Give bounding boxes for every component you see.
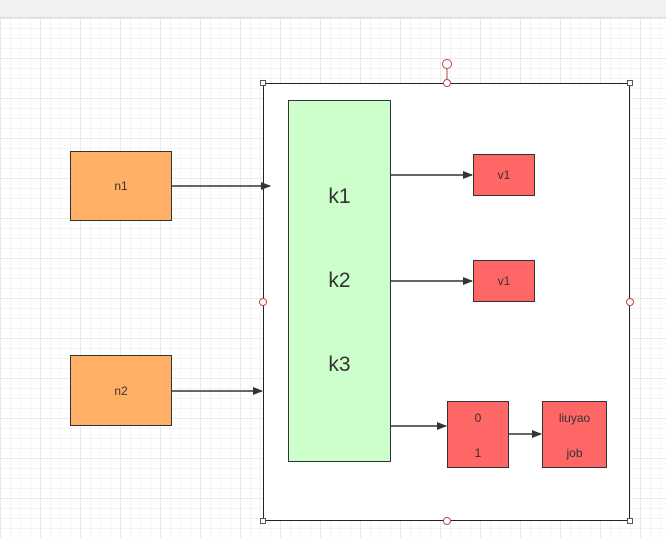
list-index-1: 1 xyxy=(474,446,482,460)
node-n1[interactable]: n1 xyxy=(70,151,172,221)
list-index-box[interactable]: 0 1 xyxy=(447,401,509,468)
value-box-middle[interactable]: v1 xyxy=(473,260,535,302)
selection-handle-bottom-middle[interactable] xyxy=(443,517,451,525)
key-label-k1: k1 xyxy=(328,185,351,208)
list-index-0: 0 xyxy=(474,411,482,425)
selection-handle-bottom-right[interactable] xyxy=(627,518,633,524)
node-n1-label: n1 xyxy=(114,179,128,193)
list-value-1: job xyxy=(566,446,583,460)
selection-handle-top-middle[interactable] xyxy=(443,79,451,87)
value-top-label: v1 xyxy=(497,168,511,182)
keys-box[interactable]: k1 k2 k3 xyxy=(288,100,391,462)
node-n2[interactable]: n2 xyxy=(70,355,172,426)
selection-handle-right-middle[interactable] xyxy=(626,298,634,306)
node-n2-label: n2 xyxy=(114,383,128,398)
value-middle-label: v1 xyxy=(497,274,511,288)
list-values-box[interactable]: liuyao job xyxy=(542,401,607,468)
value-box-top[interactable]: v1 xyxy=(473,154,535,196)
list-value-0: liuyao xyxy=(558,411,591,425)
selection-handle-left-middle[interactable] xyxy=(259,298,267,306)
editor-toolbar-strip xyxy=(0,0,666,18)
selection-handle-top-right[interactable] xyxy=(627,80,633,86)
rotation-handle[interactable] xyxy=(442,59,452,69)
key-label-k3: k3 xyxy=(328,353,351,376)
selection-handle-bottom-left[interactable] xyxy=(260,518,266,524)
selection-handle-top-left[interactable] xyxy=(260,80,266,86)
key-label-k2: k2 xyxy=(328,269,351,292)
